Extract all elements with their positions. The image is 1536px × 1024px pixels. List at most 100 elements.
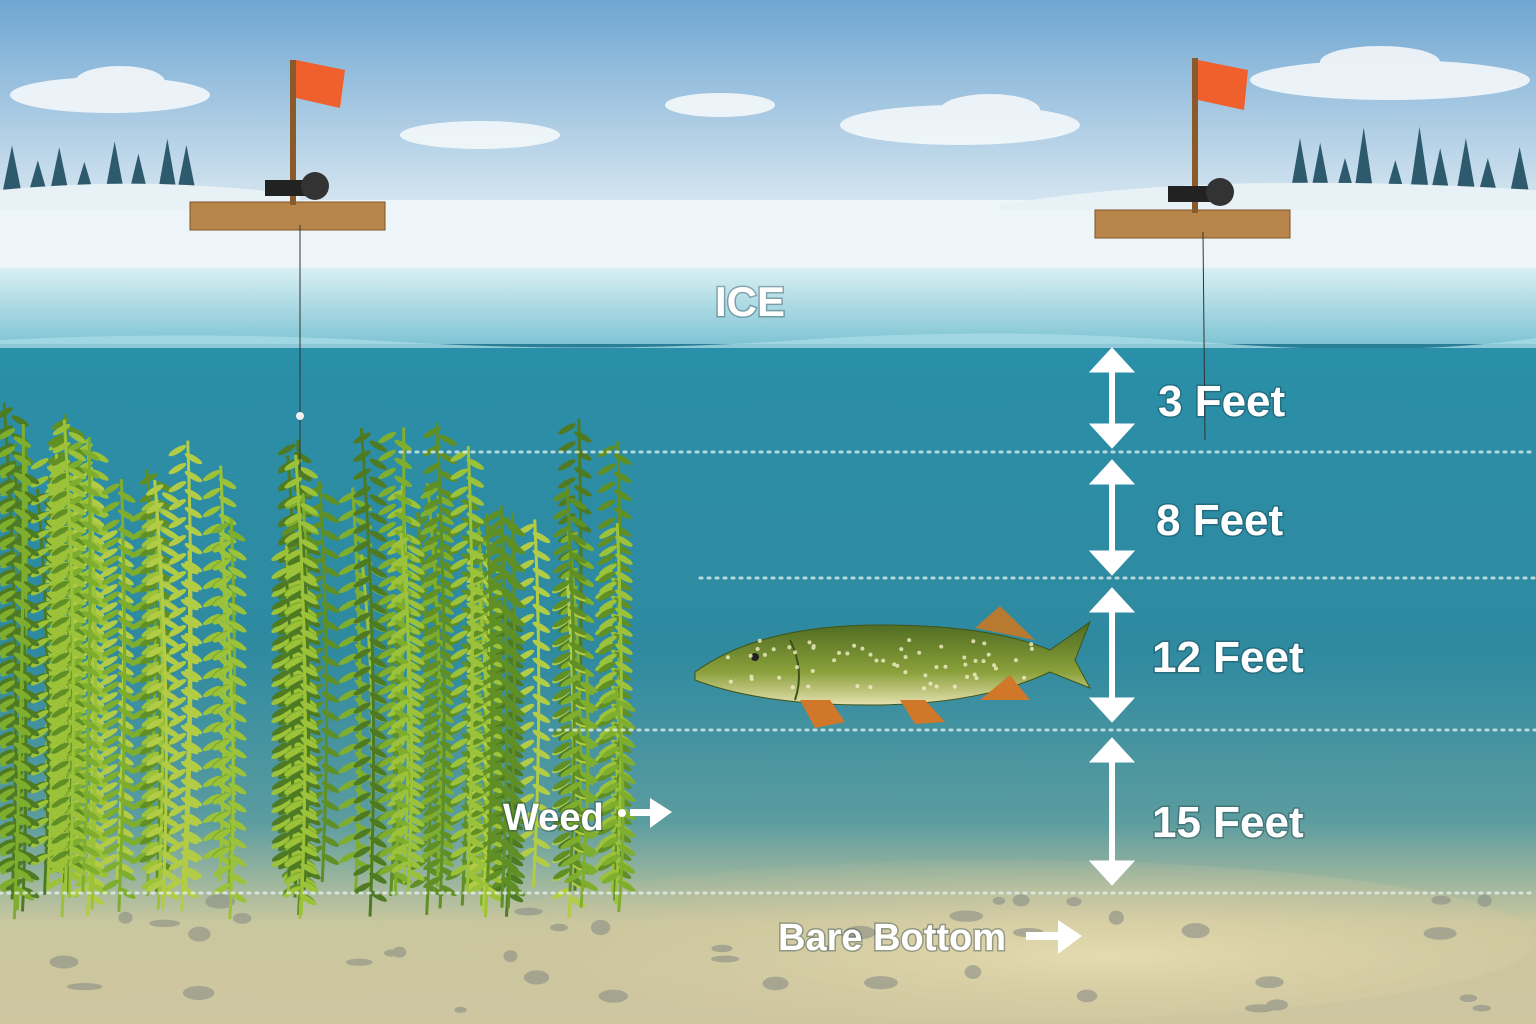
weed-bed: [0, 402, 636, 920]
bare-bottom-label: Bare Bottom: [778, 917, 1006, 959]
fish-spot: [881, 658, 886, 663]
weed-plant: [564, 669, 598, 908]
fish-spot: [795, 665, 800, 670]
fish-spot: [972, 672, 977, 677]
fish-spot: [837, 650, 842, 655]
fish-spot: [811, 645, 816, 650]
stone: [1472, 1004, 1491, 1012]
weed-plant: [450, 446, 485, 893]
fish-spot: [934, 684, 939, 689]
stone: [598, 989, 628, 1003]
depth-label-15ft: 15 Feet: [1152, 798, 1304, 847]
depth-label-8ft: 8 Feet: [1156, 496, 1284, 545]
depth-label-12ft: 12 Feet: [1152, 633, 1304, 682]
fish-spot: [771, 647, 776, 652]
depth-arrow-icon: [1088, 587, 1136, 723]
pine-tree: [1310, 142, 1331, 195]
fish-spot: [903, 670, 908, 675]
fish-spot: [981, 659, 986, 664]
stone: [503, 950, 518, 963]
stone: [182, 985, 215, 1000]
pine-tree: [104, 141, 125, 195]
weed-plant: [145, 479, 180, 909]
fish-spot: [943, 664, 948, 669]
fish-spot: [923, 673, 928, 678]
stone: [762, 976, 789, 991]
fish-spot: [832, 658, 837, 663]
fish-spot: [1029, 642, 1034, 647]
stone: [1477, 894, 1492, 907]
stone: [1266, 999, 1288, 1011]
stone: [232, 912, 252, 924]
stone: [1423, 927, 1457, 940]
weed-label: Weed: [503, 797, 604, 839]
fish-spot: [762, 652, 767, 657]
pine-tree: [1455, 138, 1476, 195]
depth-arrow-icon: [1088, 459, 1136, 576]
fish-spot: [962, 655, 967, 660]
pine-tree: [2, 145, 22, 195]
weed-plant: [423, 422, 457, 909]
weed-plant: [168, 440, 203, 895]
fish-spot: [895, 663, 900, 668]
stone: [711, 944, 733, 953]
fish-spot: [921, 686, 926, 691]
flag-right: [1198, 60, 1248, 110]
fish-spot: [982, 641, 987, 646]
fish-spot: [855, 684, 860, 689]
pine-tree: [1477, 158, 1498, 195]
stone: [148, 919, 181, 928]
fish-spot: [777, 675, 782, 680]
pine-tree: [1353, 127, 1374, 195]
fish-spot: [874, 658, 879, 663]
fish-spot: [965, 674, 970, 679]
tip-up-right: [1094, 58, 1291, 441]
fish-spot: [810, 668, 815, 673]
fish-spot: [860, 646, 865, 651]
stone: [205, 894, 236, 909]
fish-spot: [806, 684, 811, 689]
fish-spot: [748, 653, 753, 658]
fish-spot: [868, 685, 873, 690]
stone: [1255, 976, 1284, 989]
fish-spot: [725, 655, 730, 660]
fish-spot: [790, 685, 795, 690]
fish-spot: [852, 643, 857, 648]
fish-spot: [793, 650, 798, 655]
stone: [590, 919, 611, 936]
fish-spot: [903, 655, 908, 660]
stone: [384, 949, 398, 957]
fish-spot: [971, 639, 976, 644]
fish-spot: [1029, 646, 1034, 651]
fish-spot: [907, 638, 912, 643]
stone: [1066, 896, 1082, 907]
fish-spot: [952, 684, 957, 689]
fish-spot: [728, 679, 733, 684]
stone: [711, 955, 740, 963]
fish-spot: [787, 645, 792, 650]
pine-tree: [1430, 148, 1451, 195]
pine-tree: [49, 147, 70, 195]
fish-spot: [986, 652, 991, 657]
stone: [514, 907, 543, 916]
stone: [118, 911, 133, 924]
pine-tree: [27, 160, 48, 195]
fish-spot: [992, 663, 997, 668]
depth-arrows: [1088, 347, 1136, 886]
fish-spot: [917, 650, 922, 655]
weed-plant: [378, 427, 412, 896]
stone: [864, 976, 898, 990]
fish-spot: [934, 665, 939, 670]
fish-spot: [963, 662, 968, 667]
stone: [1459, 994, 1478, 1003]
stone: [1076, 989, 1098, 1003]
fish-spot: [899, 647, 904, 652]
fish-spot: [845, 651, 850, 656]
weed-arrow-icon: [618, 798, 672, 828]
stone: [49, 955, 79, 969]
stone: [345, 958, 373, 966]
pike-fish: [694, 606, 1092, 728]
weed-plant: [213, 536, 247, 920]
weed-plant: [391, 532, 425, 895]
